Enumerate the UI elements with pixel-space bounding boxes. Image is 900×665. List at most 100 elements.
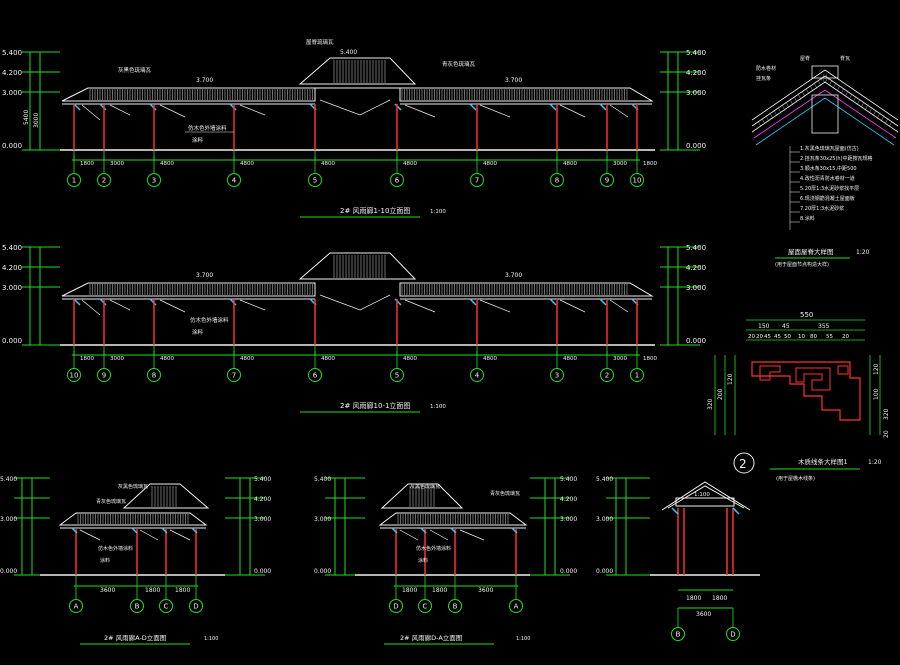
dim-1: 3000 bbox=[110, 356, 124, 362]
axis2-label-8: 2 bbox=[605, 372, 609, 380]
lvl-s2-2: 3.000 bbox=[314, 516, 331, 523]
axis4-circle-3 bbox=[509, 599, 523, 613]
lvl-s1-1r: 4.200 bbox=[254, 496, 271, 503]
elevation-10-1: 5.400 4.200 3.000 0.000 5.400 4.200 3.00… bbox=[2, 244, 706, 413]
axis3-label-1: B bbox=[135, 603, 140, 611]
profile-subtitle: (用于屋檐木线条) bbox=[776, 475, 815, 482]
lvl-s3-2: 3.000 bbox=[596, 516, 613, 523]
axis3-circle-0 bbox=[69, 599, 83, 613]
axis2-label-5: 5 bbox=[395, 372, 399, 380]
elevation-1-10: 5.400 4.200 3.000 0.000 5400 3000 5.400 … bbox=[2, 38, 706, 218]
axis1-circle-2 bbox=[147, 173, 161, 187]
axis2-circle-3 bbox=[227, 368, 241, 382]
axis2-label-3: 7 bbox=[232, 372, 236, 380]
profile-right-3: 20 bbox=[883, 430, 890, 438]
anno-3700-2l: 3.700 bbox=[196, 272, 213, 279]
profile-right-0: 120 bbox=[873, 363, 880, 375]
level-4200-r: 4.200 bbox=[686, 69, 706, 77]
level-0000-r: 0.000 bbox=[686, 142, 706, 150]
view-title-4: 2# 风雨廊D-A立面图 bbox=[400, 633, 462, 642]
anno-tile2: 青灰色琉璃瓦 bbox=[442, 60, 476, 68]
axis2-label-0: 10 bbox=[70, 372, 79, 380]
axis4-label-3: A bbox=[514, 603, 519, 611]
fine-dim-0: 20 bbox=[748, 334, 755, 340]
level-3000-2r: 3.000 bbox=[686, 284, 706, 292]
ridge-label-0: 屋脊 bbox=[800, 55, 810, 62]
lvl-s2-0: 5.400 bbox=[314, 476, 331, 483]
section-top: 1:100 bbox=[694, 492, 710, 498]
axis1-label-4: 5 bbox=[313, 177, 317, 185]
columns bbox=[73, 104, 638, 150]
level-4200-2r: 4.200 bbox=[686, 264, 706, 272]
dim-0: 1800 bbox=[80, 356, 94, 362]
fine-dim-1: 20 bbox=[756, 334, 763, 340]
anno-s2-tile2: 青灰色琉璃瓦 bbox=[490, 490, 520, 497]
axis1-circle-1 bbox=[97, 173, 111, 187]
axis1-circle-4 bbox=[308, 173, 322, 187]
dim-s1-1: 1800 bbox=[145, 587, 160, 594]
lvl-s1-2r: 3.000 bbox=[254, 516, 271, 523]
ridge-note-6: 7.20厚1:3水泥砂浆 bbox=[800, 205, 844, 212]
elevation-D-A: 5.400 3.000 0.000 5.400 4.200 3.000 0.00… bbox=[314, 476, 577, 645]
roof-tile-hatch bbox=[89, 60, 628, 100]
anno-s1-paint: 仿木色外墙涂料 bbox=[98, 545, 133, 552]
axis4-label-1: C bbox=[423, 603, 428, 611]
profile-sub-0: 150 bbox=[758, 323, 770, 330]
fine-dim-7: 55 bbox=[826, 334, 833, 340]
level-4200: 4.200 bbox=[2, 69, 22, 77]
axis1-circle-8 bbox=[600, 173, 614, 187]
lvl-s3-0: 5.400 bbox=[596, 476, 613, 483]
ridge-detail: 屋脊 脊瓦 防水卷材 挂瓦条 1.灰黑色琉璃瓦屋面(仿古)2.挂瓦条30x25(… bbox=[751, 55, 899, 268]
axis2-circle-1 bbox=[97, 368, 111, 382]
level-5400-r: 5.400 bbox=[686, 49, 706, 57]
profile-side-2: 320 bbox=[707, 398, 714, 410]
dim-6: 4800 bbox=[483, 161, 497, 167]
ridge-note-2: 3.顺水条30x15,中距500 bbox=[800, 165, 857, 172]
ridge-label-3: 挂瓦条 bbox=[756, 75, 771, 82]
lvl-s2-2r: 3.000 bbox=[560, 516, 577, 523]
scale-3: 1:100 bbox=[204, 636, 218, 642]
ridge-note-5: 6.现浇钢筋混凝土屋面板 bbox=[800, 195, 855, 202]
axis1-circle-9 bbox=[630, 173, 644, 187]
scale-1: 1:100 bbox=[430, 209, 446, 215]
scale-4: 1:100 bbox=[516, 636, 530, 642]
dim-0: 1800 bbox=[80, 161, 94, 167]
dim-2: 4800 bbox=[160, 356, 174, 362]
axis2-label-1: 9 bbox=[102, 372, 106, 380]
anno-paint2-2: 涂料 bbox=[192, 328, 204, 336]
dim-2: 4800 bbox=[160, 161, 174, 167]
ridge-scale: 1:20 bbox=[856, 249, 870, 256]
dim-3: 4800 bbox=[240, 161, 254, 167]
axis2-label-2: 8 bbox=[152, 372, 156, 380]
axis4-label-2: B bbox=[453, 603, 458, 611]
axis5-circle-0 bbox=[671, 627, 685, 641]
dim-s3-1: 1800 bbox=[712, 595, 727, 602]
axis3-label-3: D bbox=[193, 603, 198, 611]
ridge-note-7: 8.涂料 bbox=[800, 215, 815, 222]
anno-s1-paint2: 涂料 bbox=[100, 557, 110, 564]
axis1-circle-6 bbox=[470, 173, 484, 187]
level-0000-2r: 0.000 bbox=[686, 337, 706, 345]
fine-dim-3: 45 bbox=[774, 334, 781, 340]
dim-s1-2: 1800 bbox=[175, 587, 190, 594]
anno-3700-r: 3.700 bbox=[505, 77, 522, 84]
dim-5: 4800 bbox=[403, 161, 417, 167]
axis2-circle-5 bbox=[390, 368, 404, 382]
axis1-label-0: 1 bbox=[72, 177, 76, 185]
ridge-title: 屋面屋脊大样图 bbox=[788, 247, 834, 256]
ridge-note-1: 2.挂瓦条30x25(h)中距按瓦规格 bbox=[800, 155, 873, 162]
level-5400-2r: 5.400 bbox=[686, 244, 706, 252]
lvl-s3-3: 0.000 bbox=[596, 568, 613, 575]
view-title-2: 2# 风雨廊10-1立面图 bbox=[340, 401, 410, 410]
lvl-s2-3: 0.000 bbox=[314, 568, 331, 575]
anno-s2-tile: 灰黑色琉璃瓦 bbox=[410, 483, 440, 490]
dim-s1-0: 3600 bbox=[100, 587, 115, 594]
axis2-circle-6 bbox=[470, 368, 484, 382]
anno-s2-paint: 仿木色外墙涂料 bbox=[416, 545, 451, 552]
